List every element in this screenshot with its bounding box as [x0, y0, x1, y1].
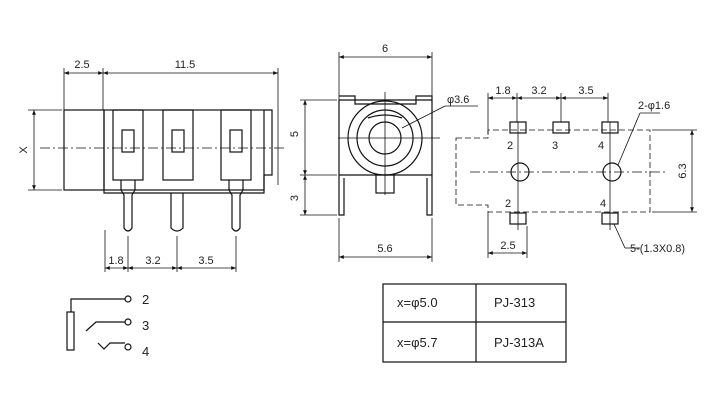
pin-label-3: 3 [142, 318, 149, 333]
dim-pcb-1-8: 1.8 [495, 85, 510, 97]
table-model-2: PJ-313A [494, 335, 544, 350]
table-spec-2: x=φ5.7 [397, 335, 438, 350]
pad-label-3-top: 3 [552, 140, 558, 152]
dim-pitch-1-8: 1.8 [108, 255, 123, 267]
pad-label-4-bottom: 4 [600, 198, 606, 210]
dim-holes-1-6: 2-φ1.6 [638, 100, 670, 112]
schematic-symbol: 2 3 4 [66, 292, 149, 359]
table-model-1: PJ-313 [494, 295, 535, 310]
pin-label-2: 2 [142, 292, 149, 307]
dim-width-6: 6 [382, 43, 388, 55]
dim-pitch-3-5: 3.5 [198, 255, 213, 267]
dim-height-6-3: 6.3 [677, 163, 689, 178]
dim-height-5: 5 [289, 131, 301, 137]
pad-label-2-bottom: 2 [505, 198, 511, 210]
model-table: x=φ5.0 PJ-313 x=φ5.7 PJ-313A [382, 283, 567, 363]
dim-pad-size: 5-(1.3X0.8) [630, 243, 685, 255]
pcb-footprint-view: 1.8 3.2 3.5 2 3 4 2 4 2-φ1.6 6.3 2. [455, 85, 697, 258]
dim-2-5: 2.5 [74, 59, 89, 71]
pad-label-2-top: 2 [507, 140, 513, 152]
dim-pitch-3-2: 3.2 [145, 255, 160, 267]
dim-width-5-6: 5.6 [377, 243, 392, 255]
dim-11-5: 11.5 [175, 59, 196, 71]
dim-pcb-2-5: 2.5 [500, 240, 515, 252]
dim-height-3: 3 [289, 195, 301, 201]
front-view: 6 φ3.6 5 3 5.6 [289, 43, 478, 262]
pad-label-4-top: 4 [598, 140, 604, 152]
dim-hole-3-6: φ3.6 [447, 94, 469, 106]
dim-pcb-3-5: 3.5 [578, 85, 593, 97]
dim-x: X [18, 146, 30, 154]
table-spec-1: x=φ5.0 [397, 295, 438, 310]
pin-label-4: 4 [142, 344, 149, 359]
dim-pcb-3-2: 3.2 [531, 85, 546, 97]
side-view: 2.5 11.5 X 1. [18, 59, 285, 272]
